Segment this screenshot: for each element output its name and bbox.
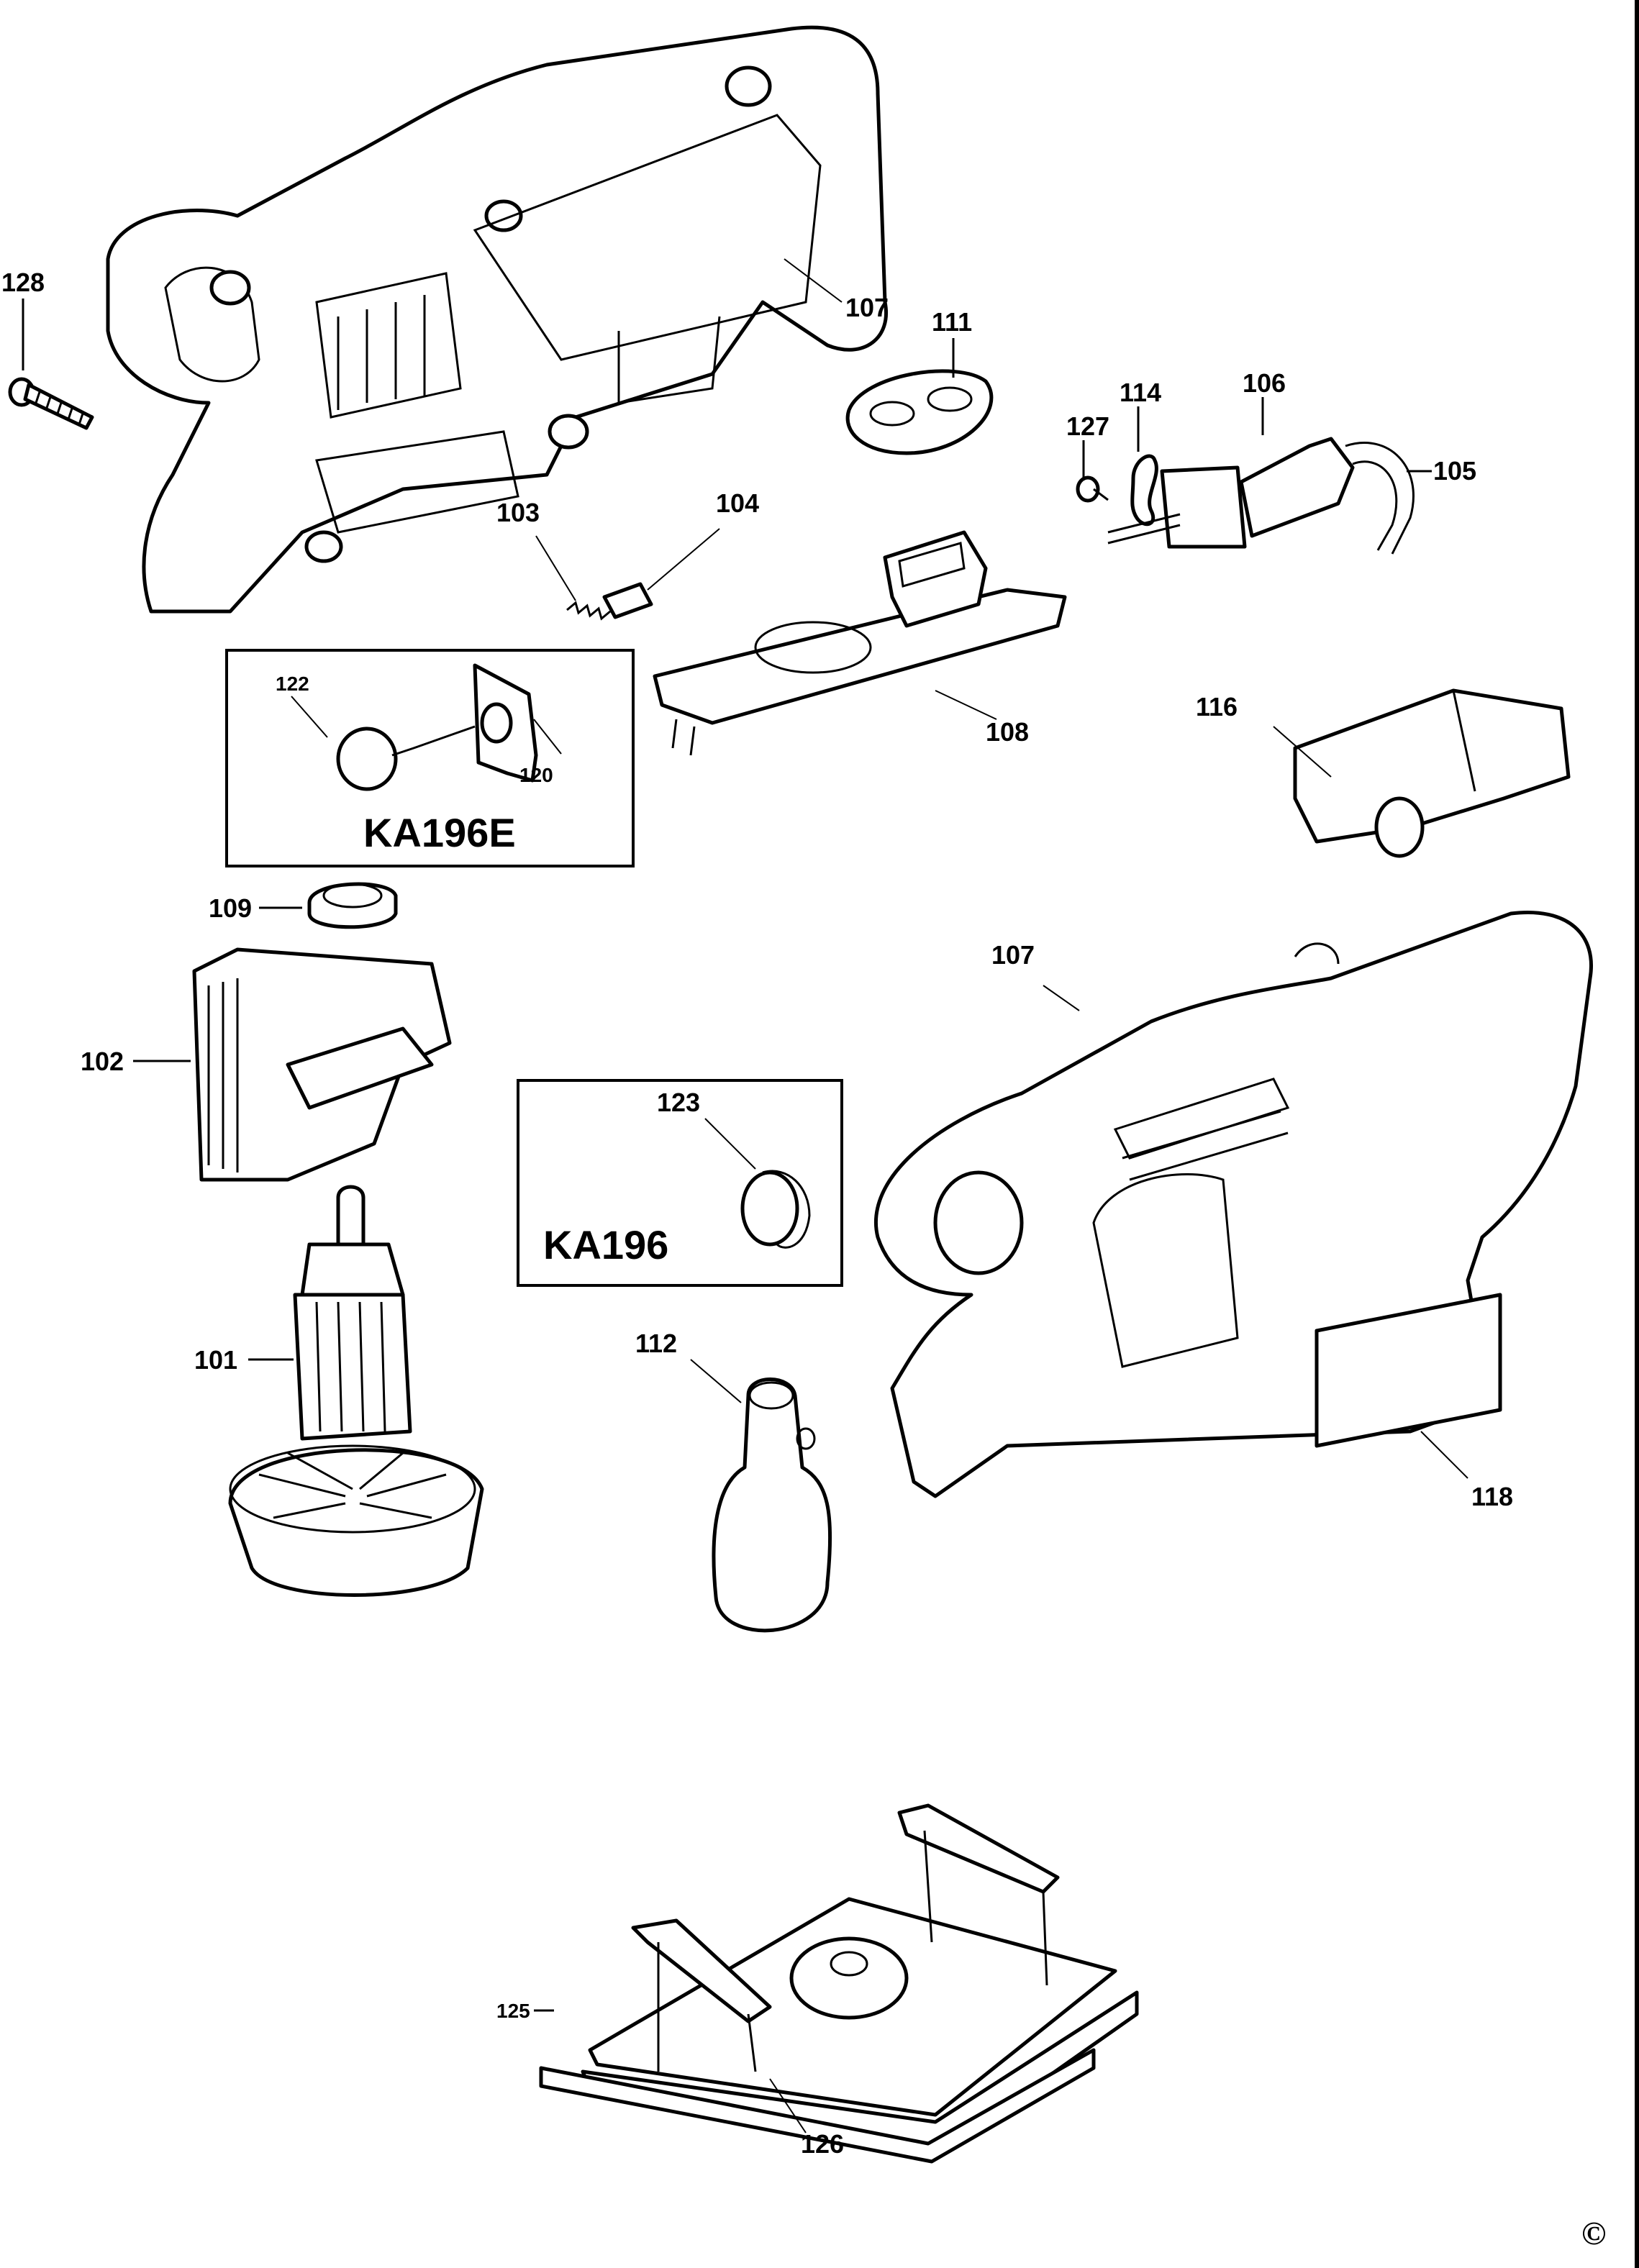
rating-label-part xyxy=(1315,1293,1502,1448)
switch-board-part xyxy=(653,530,1067,756)
leader-104 xyxy=(647,528,720,591)
boot-part xyxy=(712,1377,832,1633)
label-125-platen: 125 xyxy=(496,2000,530,2022)
cord-guard-part xyxy=(1107,437,1355,549)
spring-part xyxy=(566,601,611,621)
label-118-label: 118 xyxy=(1471,1482,1513,1511)
label-108-switch: 108 xyxy=(986,717,1029,747)
grommet-part xyxy=(845,369,994,455)
leader-116 xyxy=(1273,726,1332,778)
kit-label-ka196e: KA196E xyxy=(363,810,516,855)
kit-ka196-box: 123 KA196 xyxy=(517,1079,843,1287)
kit-ka196e-box: 122 120 KA196E xyxy=(225,649,635,867)
screw-part xyxy=(8,377,94,430)
housing-half-part xyxy=(106,25,888,614)
leader-107b xyxy=(1043,985,1080,1011)
label-122-knob: 122 xyxy=(276,673,309,695)
carbon-brush-part xyxy=(602,582,653,619)
label-127-screw: 127 xyxy=(1066,411,1109,441)
armature-part xyxy=(228,1185,484,1597)
cord-clamp-screw-part xyxy=(1076,475,1109,503)
label-123-cap: 123 xyxy=(657,1088,700,1117)
label-128-screw: 128 xyxy=(1,268,45,297)
field-coil-part xyxy=(192,947,452,1182)
label-112-boot: 112 xyxy=(635,1329,677,1358)
label-107-housing: 107 xyxy=(845,293,889,322)
leader-126 xyxy=(769,2078,807,2133)
label-120-plate: 120 xyxy=(519,764,553,786)
label-116-dust-port: 116 xyxy=(1196,692,1238,721)
sanding-pad-part xyxy=(539,2048,1096,2164)
label-111-grommet: 111 xyxy=(932,307,972,337)
label-114-clamp: 114 xyxy=(1120,378,1161,407)
label-105-cord: 105 xyxy=(1433,456,1476,486)
label-102-field: 102 xyxy=(81,1047,124,1076)
label-106-guard: 106 xyxy=(1243,368,1286,398)
bearing-part xyxy=(307,882,398,929)
power-cord-part xyxy=(1345,442,1415,555)
leader-118 xyxy=(1420,1431,1468,1479)
dust-port-part xyxy=(1293,688,1571,858)
label-107-body: 107 xyxy=(991,940,1035,970)
leader-103 xyxy=(535,535,576,601)
leader-107a xyxy=(784,258,843,303)
label-104-brush: 104 xyxy=(716,488,759,518)
label-109-bearing: 109 xyxy=(209,893,252,923)
copyright-symbol: © xyxy=(1581,2215,1606,2251)
cord-clamp-part xyxy=(1130,454,1158,527)
leader-112 xyxy=(690,1359,742,1403)
label-126-pad: 126 xyxy=(801,2129,844,2159)
label-103-spring: 103 xyxy=(496,498,540,527)
label-101-armature: 101 xyxy=(194,1345,237,1375)
leader-108 xyxy=(935,690,997,720)
kit-label-ka196: KA196 xyxy=(543,1222,668,1267)
right-border xyxy=(1635,0,1639,2268)
